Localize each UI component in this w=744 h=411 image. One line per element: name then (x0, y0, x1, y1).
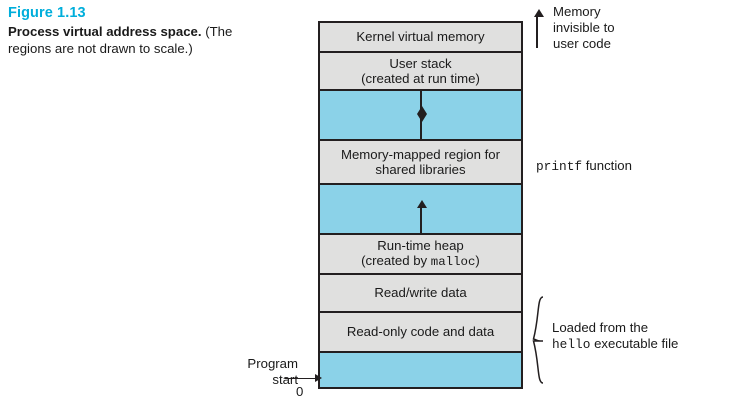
memory-block-read-write-data: Read/write data (318, 273, 523, 313)
loaded-note-line2: hello executable file (552, 336, 678, 353)
printf-symbol: printf (536, 159, 583, 174)
printf-note-rest: function (582, 158, 632, 173)
figure-caption: Figure 1.13 Process virtual address spac… (8, 5, 238, 57)
block-sublabel: shared libraries (375, 162, 466, 177)
memory-block-kernel-virtual-memory: Kernel virtual memory (318, 21, 523, 53)
virtual-address-space-diagram: Kernel virtual memory User stack (create… (318, 21, 523, 389)
block-label: Kernel virtual memory (356, 29, 485, 45)
block-sublabel: (created by malloc) (361, 253, 480, 271)
block-label: Read-only code and data (346, 324, 495, 340)
figure-number: Figure 1.13 (8, 5, 86, 21)
kernel-region-up-arrow-icon (533, 9, 544, 48)
loaded-note-rest: executable file (590, 336, 679, 352)
loaded-note-line1: Loaded from the (552, 320, 649, 335)
hello-executable-symbol: hello (552, 337, 591, 353)
block-label: Read/write data (374, 285, 467, 301)
mmap-grows-up-arrow-icon (417, 106, 427, 139)
block-label: User stack (389, 55, 452, 71)
memory-block-heap-growth-gap (318, 183, 523, 235)
memory-block-user-stack: User stack (created at run time) (318, 51, 523, 91)
memory-block-run-time-heap: Run-time heap (created by malloc) (318, 233, 523, 275)
loaded-from-brace-icon (532, 296, 544, 384)
figure-note: (The regions are not drawn to scale.) (8, 24, 233, 56)
block-sublabel: (created at run time) (361, 71, 480, 86)
memory-block-stack-growth-gap (318, 89, 523, 141)
block-label: Memory-mapped region for (340, 146, 501, 162)
loaded-from-executable-note: Loaded from the hello executable file (552, 320, 678, 354)
program-start-arrow-icon (285, 374, 322, 383)
stack-grows-down-arrow-icon (417, 91, 427, 122)
figure-title: Process virtual address space. (8, 24, 202, 39)
memory-block-read-only-code-and-data: Read-only code and data (318, 311, 523, 353)
kernel-invisible-note: Memory invisible to user code (553, 4, 615, 52)
program-start-label: Program start (247, 356, 298, 388)
figure-caption-text: Process virtual address space. (The regi… (8, 24, 238, 57)
printf-function-note: printf function (536, 158, 632, 175)
heap-sublabel-malloc: malloc (430, 255, 476, 269)
memory-block-memory-mapped-region: Memory-mapped region for shared librarie… (318, 139, 523, 185)
heap-sublabel-post: ) (475, 253, 480, 268)
memory-block-unused-low-memory (318, 351, 523, 389)
heap-sublabel-pre: (created by (361, 253, 431, 268)
zero-address-label: 0 (296, 384, 304, 399)
block-label: Run-time heap (377, 237, 464, 253)
heap-grows-up-arrow-icon (417, 200, 427, 233)
